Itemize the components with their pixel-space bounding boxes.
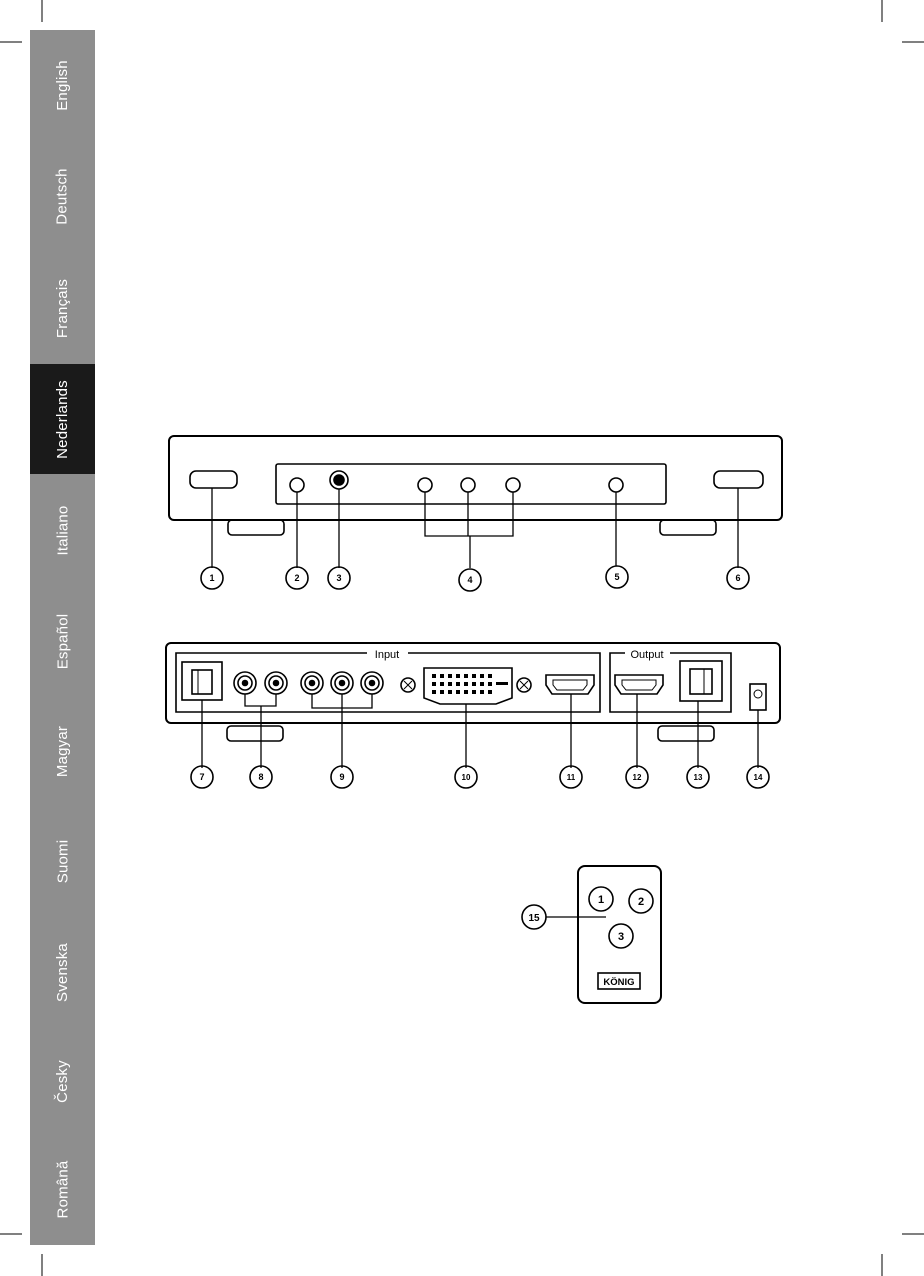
callout-7: 7 [199, 772, 204, 782]
output-label: Output [630, 649, 663, 661]
remote-brand-label: KÖNIG [603, 977, 634, 988]
callout-14: 14 [754, 773, 763, 782]
front-panel [169, 436, 782, 535]
callout-9: 9 [339, 772, 344, 782]
dvi-input-port[interactable] [401, 668, 531, 704]
remote-button-3-label: 3 [618, 931, 624, 943]
callout-1: 1 [209, 573, 214, 583]
callout-6: 6 [735, 573, 740, 583]
rca-audio-ports[interactable] [234, 672, 287, 694]
input-led-1-icon [418, 478, 432, 492]
callout-10: 10 [462, 773, 471, 782]
front-control-strip [276, 464, 666, 504]
callout-12: 12 [633, 773, 642, 782]
input-label: Input [375, 649, 399, 661]
input-group-frame [176, 653, 600, 712]
remote-button-1-label: 1 [598, 894, 604, 906]
output-group-frame [610, 653, 731, 712]
hdmi-input-port[interactable] [546, 675, 594, 694]
rear-panel [166, 643, 780, 741]
callout-5: 5 [614, 572, 619, 582]
ir-sensor-icon [290, 478, 304, 492]
optical-in-port[interactable] [182, 662, 222, 700]
callout-11: 11 [567, 773, 576, 782]
callout-3: 3 [336, 573, 341, 583]
optical-out-port[interactable] [680, 661, 722, 701]
power-led-icon [609, 478, 623, 492]
hdmi-output-port[interactable] [615, 675, 663, 694]
remote-button-2-label: 2 [638, 896, 644, 908]
input-led-3-icon [506, 478, 520, 492]
dc-power-port[interactable] [750, 684, 766, 710]
callout-13: 13 [694, 773, 703, 782]
callout-2: 2 [294, 573, 299, 583]
callout-4: 4 [467, 575, 472, 585]
front-left-indicator [190, 471, 237, 488]
front-right-indicator [714, 471, 763, 488]
callout-15: 15 [528, 913, 540, 924]
component-video-ports[interactable] [301, 672, 383, 694]
callout-8: 8 [258, 772, 263, 782]
input-led-2-icon [461, 478, 475, 492]
